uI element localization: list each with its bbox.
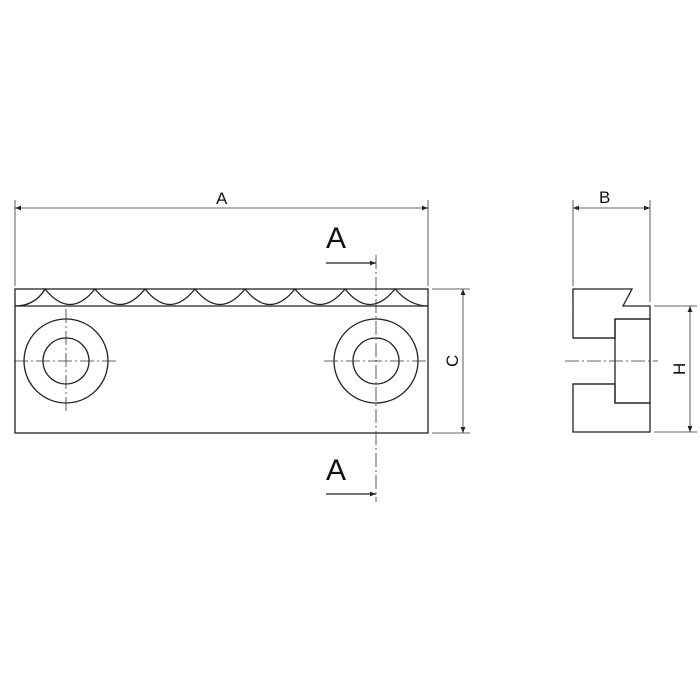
dimension-b-label: B	[599, 188, 610, 207]
dimension-c-label: C	[443, 355, 462, 367]
mounting-hole-left	[14, 309, 118, 413]
side-section-view: B H	[565, 188, 697, 433]
hatched-section-lower	[572, 383, 651, 433]
dimension-h-label: H	[670, 363, 689, 375]
section-label-bottom: A	[326, 454, 346, 487]
rack-teeth-scallops	[14, 287, 429, 307]
front-view: A A A C	[14, 189, 470, 502]
dimension-a-label: A	[216, 189, 228, 208]
section-label-top: A	[326, 222, 346, 255]
hatched-section-upper	[572, 288, 651, 339]
